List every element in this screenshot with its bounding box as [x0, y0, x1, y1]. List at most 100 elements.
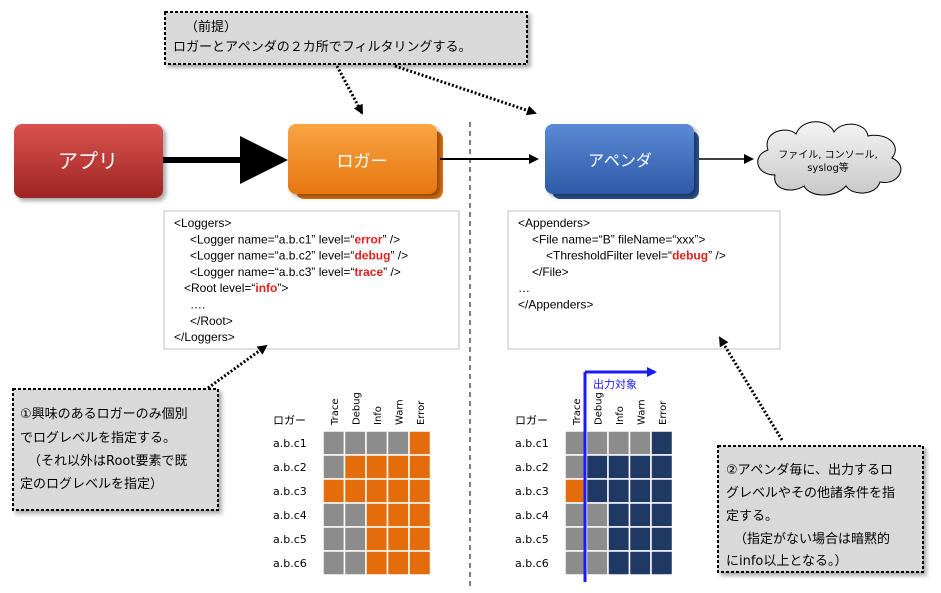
appender-grid-cell: [585, 478, 609, 504]
appender-config-text: <ThresholdFilter level=“: [546, 249, 672, 263]
app-box: アプリ: [14, 124, 163, 198]
logger-config-line: <Loggers>: [174, 216, 231, 230]
logger-config-box: <Loggers> <Logger name=“a.b.c1” level=“er…: [163, 210, 460, 350]
appender-config-text: ” />: [708, 249, 726, 263]
logger-grid-cell: [408, 550, 432, 576]
appender-grid-cell: [607, 502, 631, 528]
appender-label: アペンダ: [588, 151, 652, 170]
appender-config-line: <Appenders>: [518, 216, 590, 230]
note-right-line5: にinfo以上となる。）: [726, 554, 848, 569]
logger-grid-cell: [365, 454, 389, 480]
note-left-line2: でログレベルを指定する。: [20, 431, 176, 446]
logger-config-text: ” />: [383, 265, 401, 279]
logger-grid-level-label: Debug: [351, 392, 362, 425]
logger-grid-row-label: a.b.c2: [273, 461, 307, 474]
appender-grid-cell: [607, 478, 631, 504]
logger-grid-cell: [408, 454, 432, 480]
output-target-label: 出力対象: [593, 377, 637, 391]
appender-config-line: <ThresholdFilter level=“debug” />: [546, 249, 726, 263]
logger-grid-level-label: Trace: [330, 398, 341, 426]
logger-grid-cell: [322, 550, 346, 576]
logger-grid-cell: [343, 454, 367, 480]
logger-config-text: <Logger name=“a.b.c1” level=“: [190, 232, 354, 246]
appender-grid-cell: [607, 526, 631, 552]
logger-box: ロガー: [288, 124, 443, 199]
logger-grid-cell: [322, 478, 346, 504]
appender-grid-cell: [607, 430, 631, 456]
logger-grid-cell: [322, 454, 346, 480]
note-right-line4: （指定がない場合は暗黙的: [734, 531, 890, 547]
premise-line1: （前提）: [185, 19, 237, 35]
note-right-line1: ②アペンダ毎に、出力するロ: [726, 462, 893, 478]
logger-grid-cell: [365, 478, 389, 504]
appender-grid-cell: [628, 478, 652, 504]
logger-grid-cell: [343, 478, 367, 504]
note-right-line3: 定する。: [726, 509, 778, 524]
logger-grid-cell: [386, 478, 410, 504]
note-left-line4: 定のログレベルを指定）: [20, 477, 163, 492]
logger-config-line: <Root level=“info”>: [184, 281, 288, 295]
logger-grid-cell: [386, 526, 410, 552]
logger-grid-row-label: a.b.c5: [273, 533, 307, 546]
logger-config-level-keyword: trace: [354, 265, 383, 279]
appender-grid-cell: [585, 526, 609, 552]
appender-config-line: </Appenders>: [518, 298, 593, 312]
appender-grid-row-header: ロガー: [515, 414, 548, 427]
logger-grid-level-label: Warn: [394, 399, 405, 425]
logger-grid-cell: [408, 526, 432, 552]
logger-config-line: </Root>: [190, 314, 233, 328]
logger-grid-cell: [343, 502, 367, 528]
appender-grid-cell: [628, 454, 652, 480]
appender-grid-cell: [650, 430, 674, 456]
appender-grid-level-label: Info: [615, 406, 626, 425]
logger-config-text: ”>: [277, 281, 288, 295]
appender-grid-cell: [564, 550, 588, 576]
logger-config-text: </Loggers>: [174, 330, 235, 344]
appender-grid-cell: [607, 550, 631, 576]
logger-grid-cell: [322, 526, 346, 552]
logger-grid-cell: [386, 430, 410, 456]
logger-config-line: <Logger name=“a.b.c3” level=“trace” />: [190, 265, 401, 279]
appender-grid-row-label: a.b.c1: [515, 437, 549, 450]
logger-config-text: <Loggers>: [174, 216, 231, 230]
logger-config-line: <Logger name=“a.b.c1” level=“error” />: [190, 232, 400, 246]
appender-grid-cell: [650, 454, 674, 480]
appender-grid-cell: [585, 502, 609, 528]
premise-pointer-logger: [335, 65, 364, 115]
appender-grid-row-label: a.b.c4: [515, 509, 549, 522]
appender-grid-level-label: Warn: [636, 399, 647, 425]
appender-grid-cell: [585, 430, 609, 456]
appender-grid-cell: [650, 550, 674, 576]
premise-line2: ロガーとアペンダの２カ所でフィルタリングする。: [173, 40, 471, 55]
appender-grid-cell: [564, 478, 588, 504]
appender-config-code: <Appenders><File name=“B” fileName=“xxx”…: [518, 216, 726, 312]
appender-config-line: …: [518, 281, 530, 295]
app-label: アプリ: [58, 149, 118, 173]
cloud-line2: syslog等: [807, 161, 849, 174]
appender-grid-row-label: a.b.c6: [515, 557, 549, 570]
logger-grid-row-header: ロガー: [273, 414, 306, 427]
logger-grid-cell: [365, 502, 389, 528]
logger-grid-cell: [343, 526, 367, 552]
appender-grid-cell: [628, 550, 652, 576]
logger-grid-cell: [408, 502, 432, 528]
logger-grid-cell: [365, 526, 389, 552]
logger-grid-cell: [322, 502, 346, 528]
logger-config-text: <Logger name=“a.b.c2” level=“: [190, 249, 354, 263]
appender-grid-cell: [628, 502, 652, 528]
logger-config-text: </Root>: [190, 314, 233, 328]
logger-grid-cell: [386, 502, 410, 528]
logger-grid-cell: [322, 430, 346, 456]
logger-grid-cell: [386, 550, 410, 576]
premise-pointer-appender: [394, 64, 537, 116]
logger-config-level-keyword: debug: [354, 249, 390, 263]
appender-config-text: <Appenders>: [518, 216, 590, 230]
appender-config-text: </File>: [532, 265, 569, 279]
appender-grid-row-label: a.b.c2: [515, 461, 549, 474]
note-left-callout: ①興味のあるロガーのみ個別 でログレベルを指定する。 （それ以外はRoot要素で…: [12, 388, 219, 511]
note-left-line1: ①興味のあるロガーのみ個別: [20, 407, 188, 422]
logger-grid-cell: [365, 430, 389, 456]
logger-grid-row-label: a.b.c1: [273, 437, 307, 450]
